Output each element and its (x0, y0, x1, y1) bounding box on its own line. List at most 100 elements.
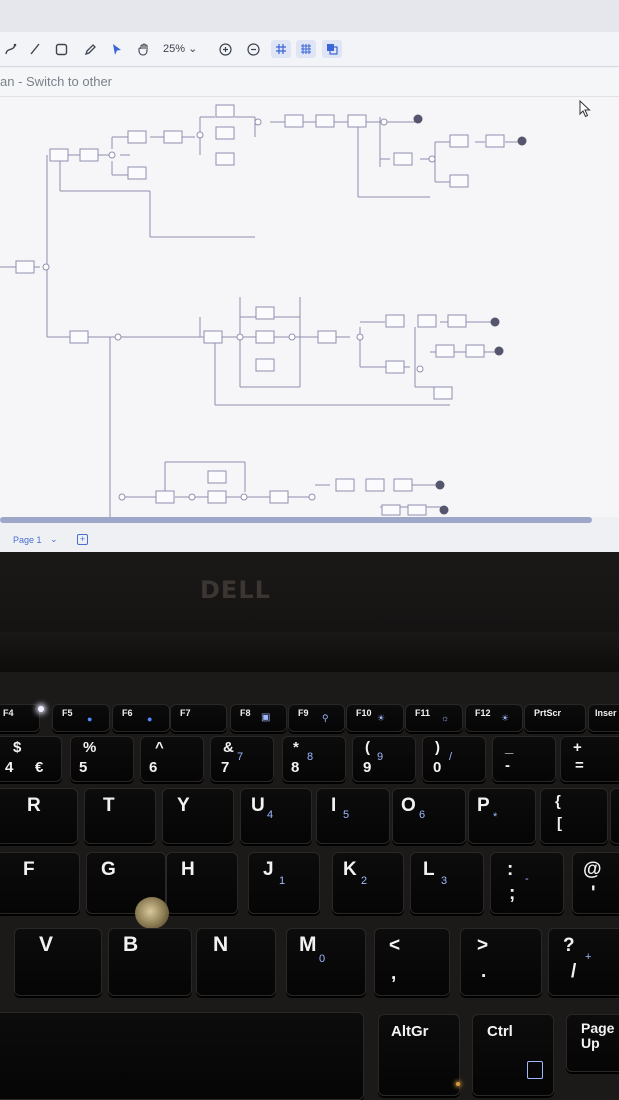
process-task-box (269, 490, 289, 504)
key-u[interactable]: U 4 (240, 788, 312, 844)
key-at[interactable]: @ ' (572, 852, 619, 914)
zoom-out-icon[interactable] (246, 40, 260, 58)
key-semicolon[interactable]: : ; - (490, 852, 564, 914)
trackpoint-nub[interactable] (135, 897, 169, 929)
key-ctrl[interactable]: Ctrl (472, 1014, 554, 1096)
select-pointer-icon[interactable] (110, 40, 124, 58)
key-shift-label: ( (365, 739, 370, 756)
key-r[interactable]: R (0, 788, 78, 844)
key-comma[interactable]: < , (374, 928, 450, 996)
key-6[interactable]: ^ 6 (140, 736, 204, 782)
key-f11[interactable]: F11☼ (405, 704, 463, 732)
key-5[interactable]: % 5 (70, 736, 134, 782)
key-t[interactable]: T (84, 788, 156, 844)
snap-grid-icon[interactable] (296, 40, 316, 58)
key-shift-label: ? (563, 935, 575, 956)
key-label: = (575, 757, 584, 774)
process-task-box (315, 114, 335, 128)
key-7[interactable]: & 7 7 (210, 736, 274, 782)
key-insert[interactable]: Inser (588, 704, 619, 732)
diagram-canvas[interactable] (0, 97, 619, 517)
key-label: J (263, 859, 274, 880)
key-n[interactable]: N (196, 928, 276, 996)
key-m[interactable]: M 0 (286, 928, 366, 996)
key-k[interactable]: K 2 (332, 852, 404, 914)
grid-toggle-icon[interactable] (271, 40, 291, 58)
layers-icon[interactable] (322, 40, 342, 58)
key-h[interactable]: H (166, 852, 238, 914)
page-tab-1[interactable]: Page 1 (13, 535, 42, 545)
key-f7[interactable]: F7 (170, 704, 227, 732)
key-space[interactable] (0, 1012, 364, 1100)
key-bracket[interactable]: { [ (540, 788, 608, 844)
key-shift-label: _ (505, 739, 514, 756)
key-label: K (343, 859, 357, 880)
process-task-box (255, 330, 275, 344)
process-task-box (365, 478, 385, 492)
lock-icon: ● (87, 714, 93, 724)
key-4[interactable]: $ 4 € (0, 736, 62, 782)
chevron-down-icon[interactable]: ⌄ (50, 534, 58, 544)
key-f8[interactable]: F8▣ (230, 704, 287, 732)
document-title-bar: an - Switch to other (0, 68, 619, 97)
key-8[interactable]: * 8 8 (282, 736, 346, 782)
chevron-down-icon: ⌄ (188, 43, 198, 55)
key-next[interactable] (610, 788, 619, 844)
key-label: F7 (180, 708, 191, 718)
key-f10[interactable]: F10☀ (346, 704, 404, 732)
key-label: F4 (3, 708, 14, 718)
key-f[interactable]: F (0, 852, 80, 914)
key-0[interactable]: ) 0 / (422, 736, 486, 782)
key-f5[interactable]: F5● (52, 704, 110, 732)
key-label: 8 (291, 759, 300, 776)
process-task-box (449, 134, 469, 148)
key-label: P (477, 795, 490, 816)
key-p[interactable]: P * (468, 788, 536, 844)
key-prtscr[interactable]: PrtScr (524, 704, 586, 732)
process-task-box (163, 130, 183, 144)
backlight-icon: ☀ (377, 713, 386, 723)
key-shift-label: : (507, 859, 514, 880)
key-backlight-glow (456, 1082, 460, 1086)
bpmn-process-diagram (0, 104, 527, 517)
key-l[interactable]: L 3 (410, 852, 484, 914)
key-j[interactable]: J 1 (248, 852, 320, 914)
document-title[interactable]: an - Switch to other (0, 74, 112, 89)
key-v[interactable]: V (14, 928, 102, 996)
key-period[interactable]: > . (460, 928, 542, 996)
zoom-in-icon[interactable] (218, 40, 232, 58)
key-f6[interactable]: F6● (112, 704, 170, 732)
line-tool-icon[interactable] (28, 40, 42, 58)
numpad-label: - (525, 873, 529, 885)
key-i[interactable]: I 5 (316, 788, 390, 844)
shape-tool-icon[interactable] (54, 40, 68, 58)
key-equal[interactable]: + = (560, 736, 619, 782)
add-page-button[interactable]: + (77, 534, 88, 545)
key-slash[interactable]: ? / + (548, 928, 619, 996)
connector-tool-icon[interactable] (4, 40, 18, 58)
horizontal-scrollbar[interactable] (0, 517, 592, 523)
key-f12[interactable]: F12☀ (465, 704, 523, 732)
key-o[interactable]: O 6 (392, 788, 466, 844)
numpad-label: 5 (343, 809, 350, 821)
process-task-box (335, 478, 355, 492)
end-event-node (494, 346, 504, 356)
laptop-hinge (0, 632, 619, 672)
key-altgr[interactable]: AltGr (378, 1014, 460, 1096)
key-minus[interactable]: _ - (492, 736, 556, 782)
key-f4[interactable]: F4 (0, 704, 40, 732)
process-task-box (255, 358, 275, 372)
pen-tool-icon[interactable] (83, 40, 97, 58)
zoom-level-select[interactable]: 25% ⌄ (163, 42, 197, 55)
hand-pan-icon[interactable] (137, 40, 151, 58)
key-pageup[interactable]: Page Up (566, 1014, 619, 1072)
editor-toolbar: 25% ⌄ (0, 32, 619, 67)
key-label: I (331, 795, 337, 816)
key-b[interactable]: B (108, 928, 192, 996)
process-task-box (15, 260, 35, 274)
key-y[interactable]: Y (162, 788, 234, 844)
key-label: M (299, 933, 317, 956)
key-9[interactable]: ( 9 9 (352, 736, 416, 782)
process-task-box (347, 114, 367, 128)
key-f9[interactable]: F9⚲ (288, 704, 345, 732)
